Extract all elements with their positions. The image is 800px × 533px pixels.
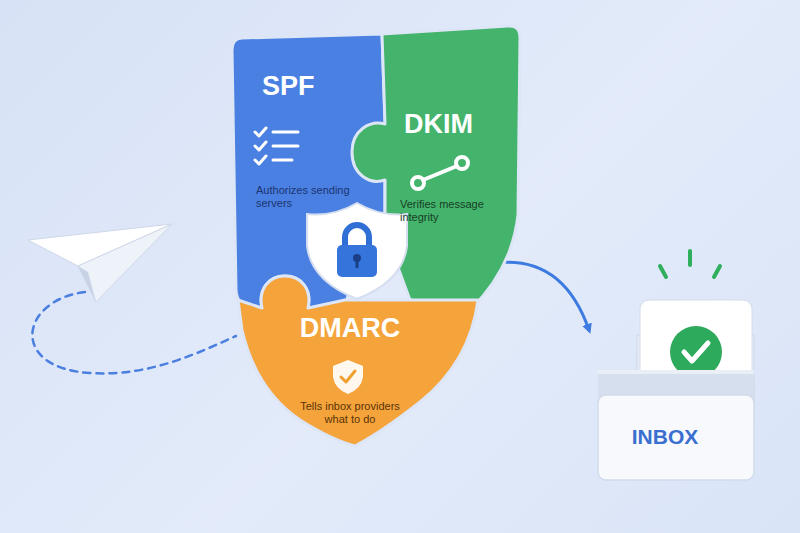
- piece-description: Verifies message integrity: [400, 198, 504, 224]
- svg-path: [307, 203, 407, 299]
- svg-path: [255, 156, 266, 164]
- svg-line: [660, 266, 666, 277]
- svg-path: [255, 142, 266, 150]
- plane-shade: [78, 266, 96, 302]
- piece-description: Tells inbox providers what to do: [290, 400, 410, 426]
- sparkles: [660, 251, 720, 277]
- small-shield-icon: [333, 360, 363, 394]
- tray-front: [598, 395, 754, 480]
- svg-rect: [356, 259, 359, 268]
- svg-rect: [337, 245, 377, 277]
- piece-description: Authorizes sending servers: [256, 184, 352, 210]
- svg-path: [273, 131, 298, 134]
- piece-heading: DKIM: [404, 108, 514, 140]
- dashed-trail: [32, 292, 236, 373]
- svg-circle: [412, 177, 424, 189]
- link-icon: [412, 157, 468, 189]
- inbox-tray-outline: [592, 245, 757, 485]
- plane-fold: [78, 224, 172, 302]
- svg-path: [333, 360, 363, 394]
- lock-shield: [307, 203, 407, 299]
- checklist-icon: [255, 128, 298, 164]
- svg-line: [423, 166, 457, 180]
- svg-path: [345, 225, 369, 248]
- svg-path: [273, 159, 292, 162]
- tray-label: INBOX: [600, 424, 730, 449]
- tray-rim: [598, 370, 754, 374]
- dmarc-piece: DMARC Tells inbox providers what to do: [236, 200, 482, 450]
- piece-heading: SPF: [262, 70, 362, 102]
- dmarc-shape: [238, 276, 478, 446]
- check-mark: [684, 343, 708, 361]
- svg-path: [255, 128, 266, 136]
- svg-line: [688, 251, 692, 265]
- tray-inner: [598, 372, 754, 398]
- svg-circle: [456, 157, 468, 169]
- svg-line: [714, 266, 720, 277]
- svg-path: [341, 371, 355, 382]
- paper-plane: [28, 224, 172, 302]
- piece-heading: DMARC: [285, 312, 415, 344]
- inbox-tray: INBOX: [592, 245, 757, 485]
- svg-path: [273, 145, 298, 148]
- flow-arrow: [505, 262, 589, 330]
